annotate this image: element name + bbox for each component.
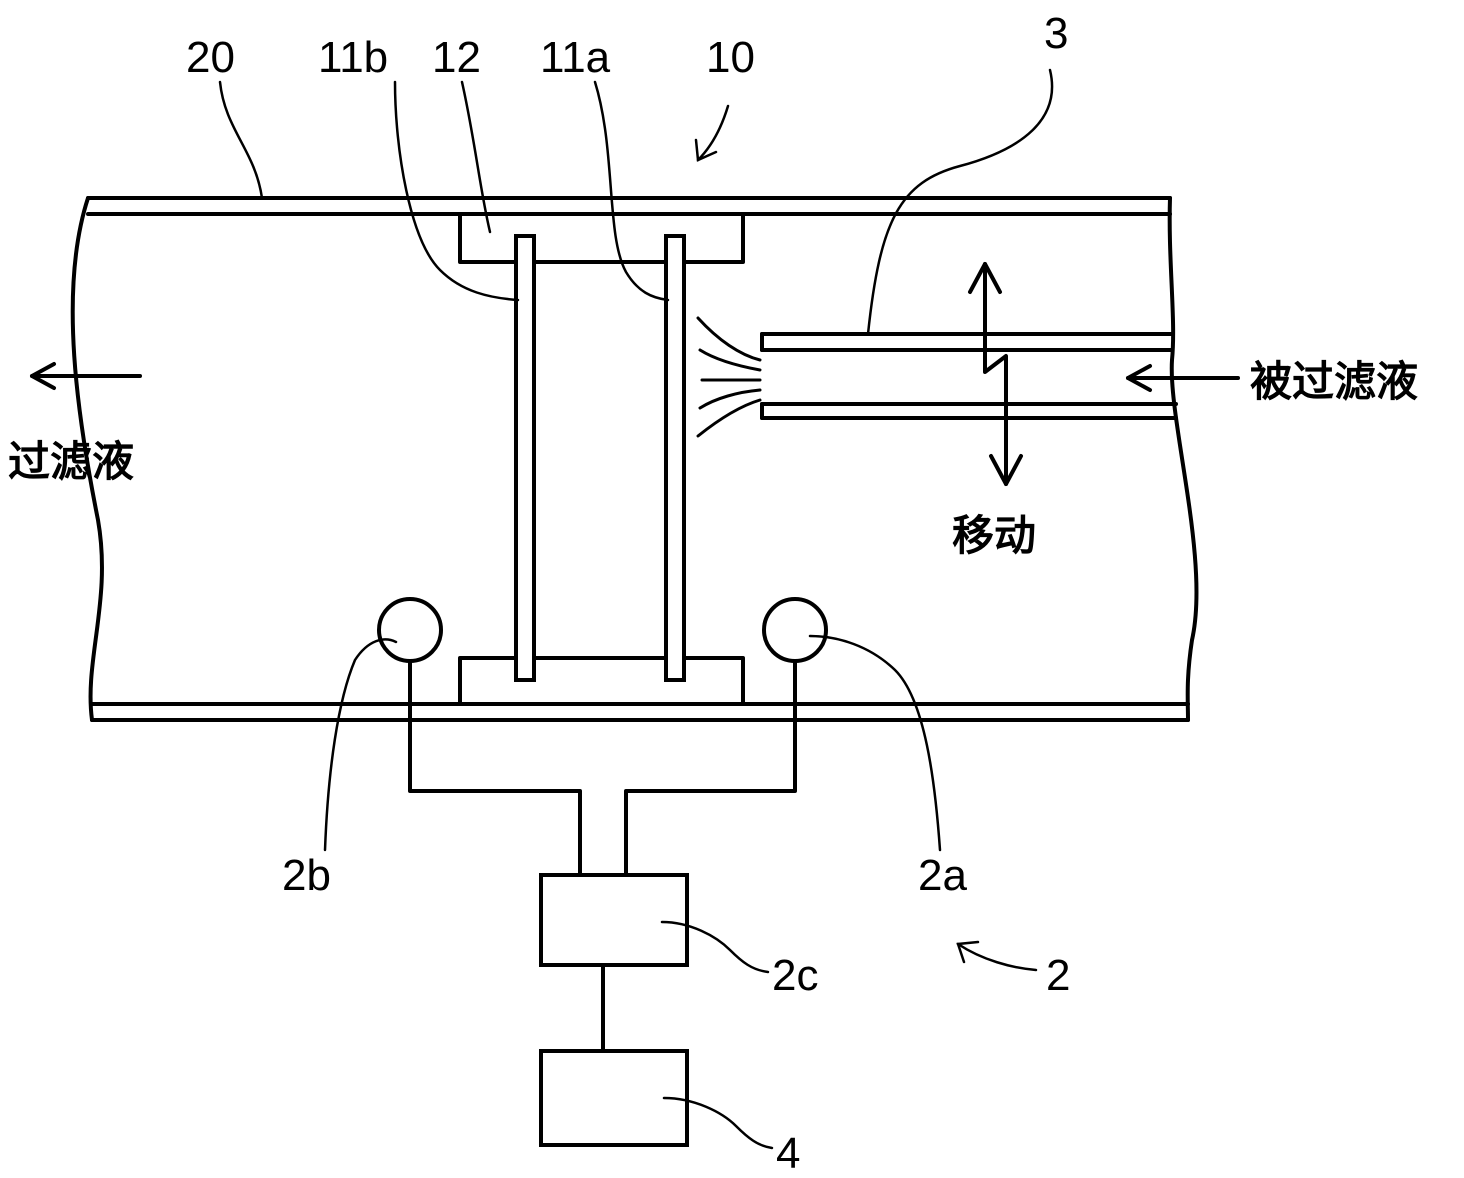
inflow-arrow	[1126, 364, 1240, 392]
leader-2-arrowhead	[956, 940, 980, 964]
label-2b: 2b	[282, 851, 331, 900]
wire-sensor-2b	[408, 659, 582, 877]
leader-11a	[593, 80, 670, 302]
label-2a: 2a	[918, 851, 967, 900]
text-filtrate: 过滤液	[8, 437, 134, 486]
leader-2c	[660, 920, 770, 974]
pipe-left-break-line	[70, 196, 104, 722]
leader-10-arrow	[696, 104, 730, 162]
outflow-arrow	[30, 362, 142, 390]
pipe-bottom-wall	[90, 702, 1190, 722]
holder-top	[458, 212, 745, 264]
text-feed-liquid: 被过滤液	[1250, 357, 1418, 406]
output-unit-4	[539, 1049, 689, 1147]
label-11b: 11b	[318, 33, 388, 82]
label-3: 3	[1044, 9, 1068, 58]
leader-2b	[323, 638, 398, 852]
leader-11b	[393, 80, 520, 302]
label-4: 4	[776, 1129, 800, 1178]
spray-lines	[696, 316, 762, 438]
sensor-2b	[377, 597, 443, 663]
label-2: 2	[1046, 951, 1070, 1000]
move-arrow	[968, 262, 1023, 486]
leader-10-arrowhead	[694, 138, 718, 162]
filter-11b	[514, 234, 536, 682]
label-20: 20	[186, 33, 235, 82]
nozzle	[760, 332, 1178, 420]
leader-4	[662, 1096, 774, 1150]
wire-sensor-2a	[624, 659, 797, 877]
leader-3	[866, 68, 1054, 336]
holder-bottom	[458, 656, 745, 706]
leader-20	[218, 80, 264, 200]
label-11a: 11a	[540, 33, 611, 82]
text-move: 移动	[952, 511, 1036, 560]
sensor-2a	[762, 597, 828, 663]
label-2c: 2c	[772, 951, 818, 1000]
leader-12	[460, 80, 492, 234]
controller-2c	[539, 873, 689, 967]
pipe-top-wall	[86, 196, 1172, 216]
label-10: 10	[706, 33, 755, 82]
pipe-right-break-line	[1167, 196, 1199, 722]
label-12: 12	[432, 33, 481, 82]
leader-2a	[808, 634, 942, 852]
leader-2-arrow	[956, 942, 1038, 972]
filter-11a	[664, 234, 686, 682]
